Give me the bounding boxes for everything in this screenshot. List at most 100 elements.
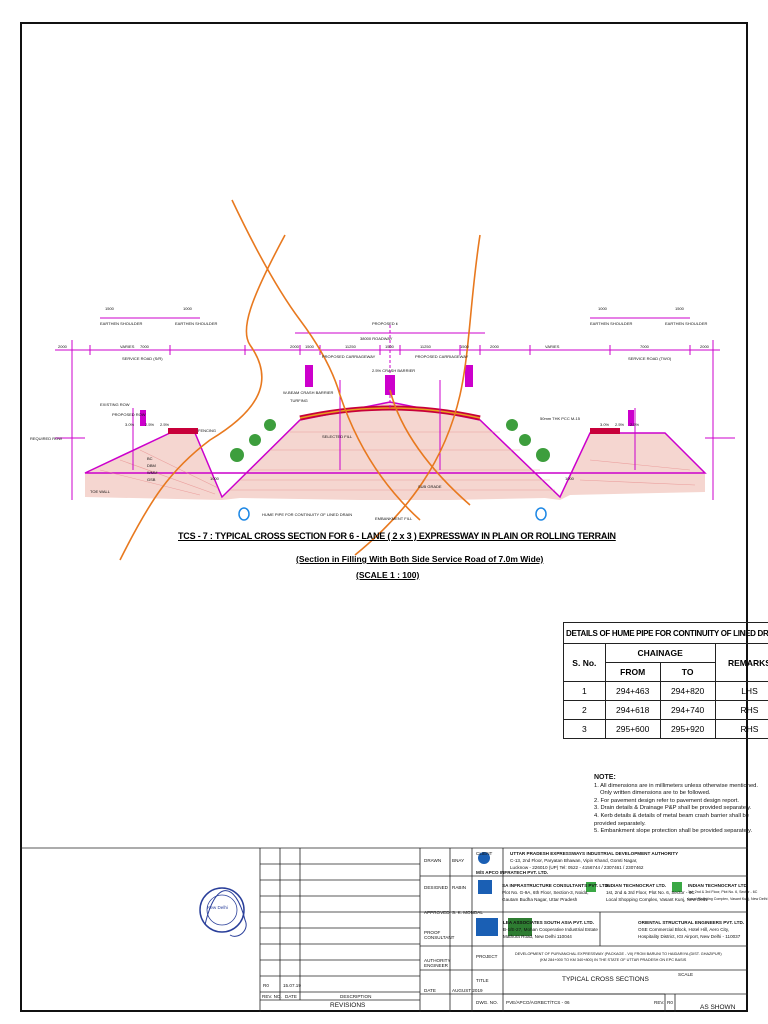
drawing-scale: (SCALE 1 : 100): [356, 570, 420, 580]
svg-text:1500: 1500: [675, 306, 685, 311]
svg-text:1000: 1000: [210, 476, 220, 481]
svg-text:GSB: GSB: [147, 477, 156, 482]
svg-text:1500: 1500: [460, 344, 470, 349]
trees: [230, 419, 550, 462]
col-date: DATE: [285, 994, 297, 999]
project-label: PROJECT: [476, 954, 498, 959]
cell-from: 295+600: [604, 719, 661, 739]
svg-text:SELECTED FILL: SELECTED FILL: [322, 434, 353, 439]
svg-text:EARTHEN SHOULDER: EARTHEN SHOULDER: [665, 321, 707, 326]
drawn-by: BNAY: [452, 858, 465, 863]
scale-label: SCALE: [678, 972, 694, 977]
svg-text:2.5%: 2.5%: [630, 422, 640, 427]
svg-text:EARTHEN SHOULDER: EARTHEN SHOULDER: [590, 321, 632, 326]
svg-text:2000: 2000: [490, 344, 500, 349]
svg-text:1000: 1000: [183, 306, 193, 311]
svg-text:HUME PIPE FOR CONTINUITY OF LI: HUME PIPE FOR CONTINUITY OF LINED DRAIN: [262, 512, 352, 517]
note-item: 1. All dimensions are in millimeters unl…: [594, 782, 758, 789]
sheet-title: TYPICAL CROSS SECTIONS: [562, 976, 649, 983]
table-row: 1 294+463 294+820 LHS: [563, 681, 768, 701]
consultant3-address: 1st, 2nd & 3rd Floor, Plot No. 6, Sector…: [688, 890, 758, 894]
client-label: CLIENT: [476, 851, 493, 856]
notes-block: NOTE: 1. All dimensions are in millimete…: [594, 774, 764, 836]
svg-text:2000: 2000: [290, 344, 300, 349]
designed-by: RABIN: [452, 885, 467, 890]
svg-text:PROPOSED ROW: PROPOSED ROW: [112, 412, 146, 417]
hume-pipe-table: DETAILS OF HUME PIPE FOR CONTINUITY OF L…: [562, 622, 768, 739]
company-logos: [476, 852, 682, 936]
rev-label: REV.: [654, 1000, 665, 1005]
svg-text:2.5%: 2.5%: [160, 422, 170, 427]
revisions-caption: REVISIONS: [330, 1002, 366, 1009]
rev-row-date: 15.07.19: [283, 983, 301, 988]
designed-label: DESIGNED: [424, 885, 448, 890]
svg-text:VARIES: VARIES: [545, 344, 560, 349]
svg-text:1000: 1000: [598, 306, 608, 311]
dwg-number: PVE/APCO/AGRBCT/TCS - 06: [506, 1000, 570, 1005]
project-name: DEVELOPMENT OF PURVANCHAL EXPRESSWAY (PA…: [515, 952, 722, 956]
cell-remarks: RHS: [714, 719, 768, 739]
dwg-label: DWG. NO.: [476, 1000, 498, 1005]
svg-text:50mm THK PCC M-15: 50mm THK PCC M-15: [540, 416, 581, 421]
col-description: DESCRIPTION: [340, 994, 372, 999]
svg-text:1500: 1500: [385, 344, 395, 349]
embankment-hatch: [99, 431, 696, 496]
svg-text:1500: 1500: [105, 306, 115, 311]
contractor-name: M/S APCO INFRATECH PVT. LTD.: [476, 870, 549, 875]
client-address: C-13, 2nd Floor, Paryatan Bhawan, Vipin …: [510, 858, 638, 863]
svg-text:REQUIRED ROW: REQUIRED ROW: [30, 436, 62, 441]
proof-address: B-1/E-27, Mohan Cooperative Industrial E…: [503, 927, 598, 932]
approved-by: S. K. MONDAL: [452, 910, 483, 915]
proof-label: PROOF CONSULTANT: [424, 930, 455, 940]
approved-label: APPROVED: [424, 910, 450, 915]
svg-text:38000 ROADWAY: 38000 ROADWAY: [360, 336, 393, 341]
drawing-sheet: [20, 22, 748, 1012]
note-item: 5. Embankment slope protection shall be …: [594, 828, 753, 835]
svg-text:SERVICE ROAD (S/R): SERVICE ROAD (S/R): [122, 356, 163, 361]
notes-heading: NOTE:: [594, 774, 616, 781]
svg-text:7000: 7000: [140, 344, 150, 349]
svg-text:2000: 2000: [700, 344, 710, 349]
svg-text:EARTHEN SHOULDER: EARTHEN SHOULDER: [100, 321, 142, 326]
proof-firm: LEA ASSOCIATES SOUTH ASIA PVT. LTD.: [503, 920, 595, 925]
col-sno: S. No.: [563, 643, 606, 682]
consultant2-address: 1st, 2nd & 3rd Floor, Plot No. 6, Sector…: [606, 890, 695, 895]
title-label: TITLE: [476, 978, 489, 983]
date-value: AUGUST 2019: [452, 988, 483, 993]
markup-strokes: [119, 199, 481, 561]
table-row: 3 295+600 295+920 RHS: [563, 719, 768, 739]
ae-firm: ORIENTAL STRUCTURAL ENGINEERS PVT. LTD.: [638, 920, 745, 925]
svg-text:11250: 11250: [345, 344, 357, 349]
client-name: UTTAR PRADESH EXPRESSWAYS INDUSTRIAL DEV…: [510, 851, 679, 856]
consultant3-city: Local Shopping Complex, Vasant Kunj, New…: [688, 897, 768, 901]
date-label: DATE: [424, 988, 436, 993]
approval-stamp: [199, 887, 247, 937]
svg-text:PROPOSED CARRIAGEWAY: PROPOSED CARRIAGEWAY: [322, 354, 376, 359]
svg-text:WMM: WMM: [147, 470, 157, 475]
svg-text:TURFING: TURFING: [290, 398, 308, 403]
svg-text:FENCING: FENCING: [198, 428, 216, 433]
svg-text:11250: 11250: [420, 344, 432, 349]
crash-barriers: [140, 365, 634, 426]
svg-text:PROPOSED ¢: PROPOSED ¢: [372, 321, 398, 326]
svg-text:EXISTING ROW: EXISTING ROW: [100, 402, 130, 407]
svg-text:2.5%: 2.5%: [615, 422, 625, 427]
rev-row-no: R0: [263, 983, 269, 988]
svg-text:VARIES: VARIES: [120, 344, 135, 349]
svg-text:TOE WALL: TOE WALL: [90, 489, 111, 494]
svg-text:W-BEAM CRASH BARRIER: W-BEAM CRASH BARRIER: [283, 390, 333, 395]
dimension-lines: [55, 317, 735, 500]
section-text: PROPOSED ¢ 38000 ROADWAY 2000 VARIES 200…: [30, 306, 710, 521]
svg-text:7000: 7000: [640, 344, 650, 349]
svg-text:2.5%: 2.5%: [145, 422, 155, 427]
svg-text:SUB GRADE: SUB GRADE: [418, 484, 442, 489]
cell-to: 295+920: [659, 719, 716, 739]
svg-text:3.0%: 3.0%: [125, 422, 135, 427]
svg-text:EMBANKMENT FILL: EMBANKMENT FILL: [375, 516, 413, 521]
svg-text:EARTHEN SHOULDER: EARTHEN SHOULDER: [175, 321, 217, 326]
drawing-subtitle: (Section in Filling With Both Side Servi…: [296, 554, 544, 564]
cell-sno: 3: [563, 719, 606, 739]
note-item: 4. Kerb details & details of metal beam …: [594, 812, 749, 827]
rev-value: R0: [667, 1000, 673, 1005]
svg-text:SERVICE ROAD (TWO): SERVICE ROAD (TWO): [628, 356, 672, 361]
